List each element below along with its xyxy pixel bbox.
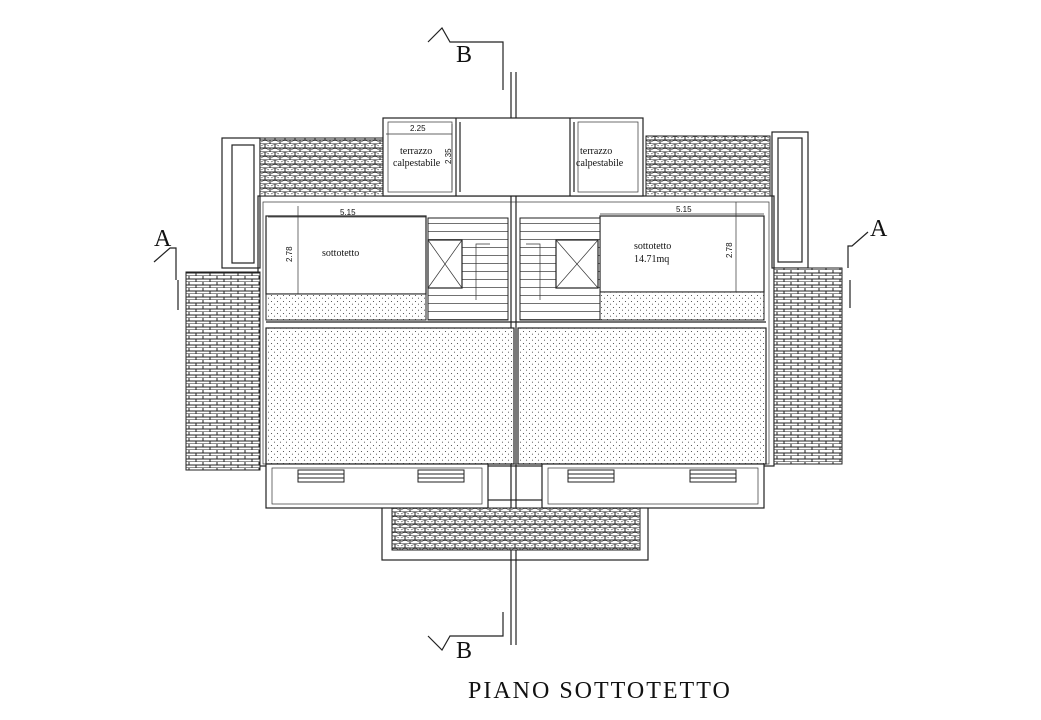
attic-right-label: sottotetto — [634, 241, 671, 252]
attic-right — [599, 215, 765, 321]
terrace-right-label-1: terrazzo — [580, 146, 612, 157]
section-line-a-left — [153, 247, 179, 310]
attic-right-width-dimension: 5.15 — [676, 205, 692, 214]
terrace-left-label-1: terrazzo — [400, 146, 432, 157]
roof-tiles-top-right — [645, 135, 771, 197]
terrace-dimension-lines — [386, 124, 453, 190]
attic-left — [265, 215, 427, 321]
roof-tiles-top-left — [259, 137, 384, 197]
drawing-title: PIANO SOTTOTETTO — [468, 678, 732, 704]
terrace-width-dimension: 2.25 — [410, 124, 426, 133]
roof-tiles-bottom — [391, 507, 641, 551]
attic-left-width-dimension: 5.15 — [340, 208, 356, 217]
section-a-left-label: A — [154, 226, 172, 252]
terrace-left — [382, 117, 644, 197]
section-line-a-right — [847, 231, 869, 308]
stairwell-left — [427, 217, 509, 321]
attic-right-height-dimension: 2.78 — [725, 242, 734, 258]
section-b-top-label: B — [456, 42, 472, 68]
attic-dimension-lines — [268, 202, 764, 294]
attic-left-height-dimension: 2.78 — [285, 246, 294, 262]
terrace-depth-dimension: 2.35 — [444, 148, 453, 164]
section-a-right-label: A — [870, 216, 888, 242]
attic-left-label: sottotetto — [322, 248, 359, 259]
terrace-right-label-2: calpestabile — [576, 158, 624, 169]
attic-right-area-label: 14.71mq — [634, 254, 669, 265]
stairwell-right — [519, 217, 601, 321]
roof-tiles-right — [773, 267, 843, 465]
roof-tiles-left — [185, 271, 261, 471]
terrace-left-label-2: calpestabile — [393, 158, 441, 169]
lower-balconies — [265, 463, 765, 509]
main-attic-floor — [265, 321, 767, 465]
section-b-bottom-label: B — [456, 638, 472, 664]
